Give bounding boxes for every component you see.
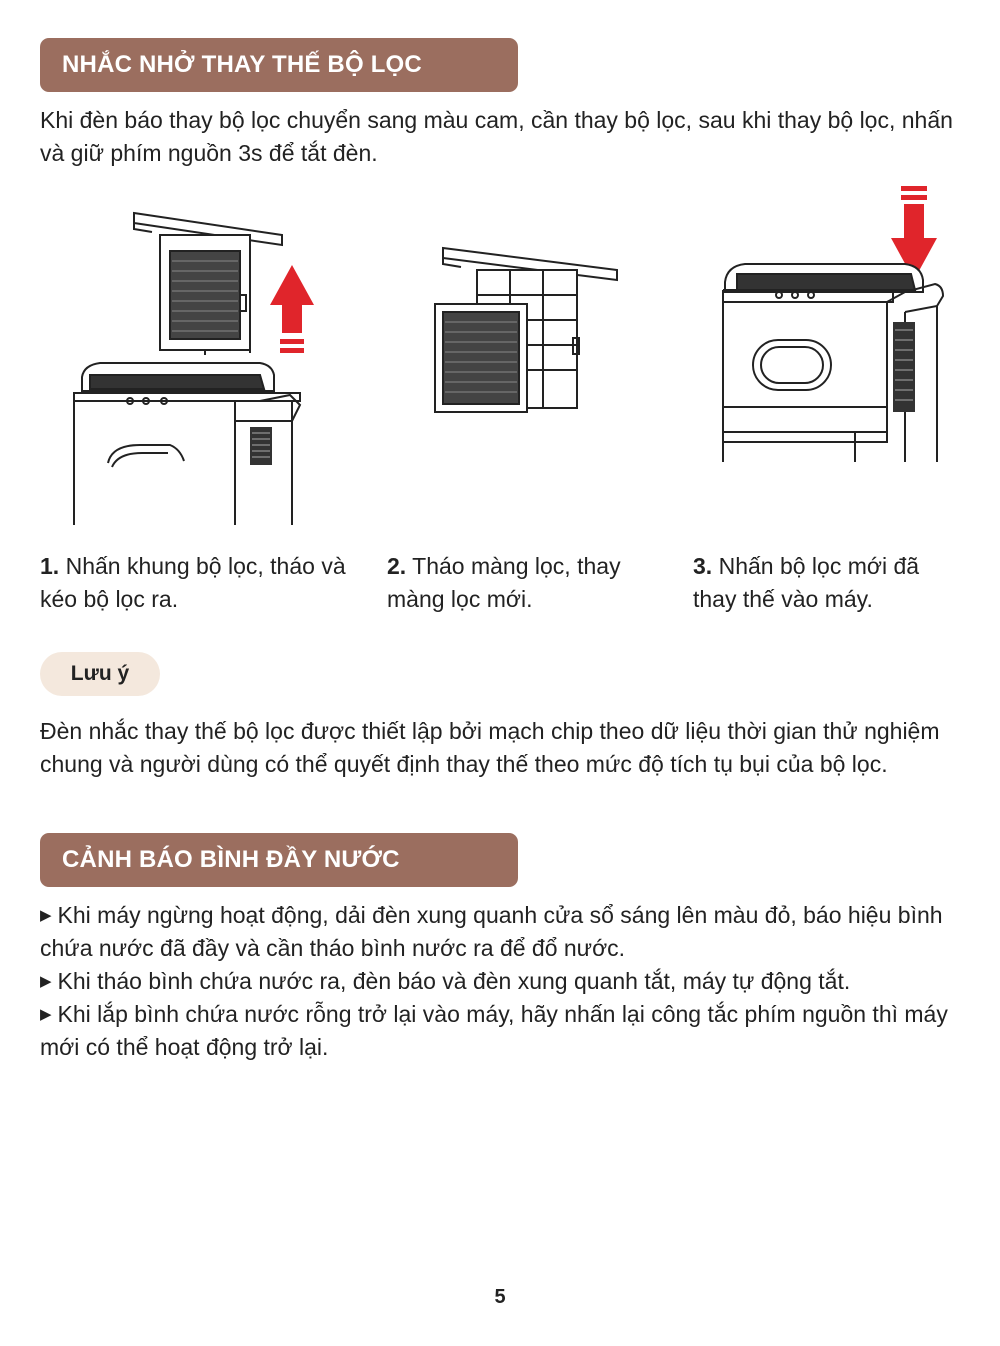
- step-number: 1.: [40, 553, 60, 579]
- page-number: 5: [494, 1286, 506, 1308]
- triangle-bullet-icon: ▶: [40, 1006, 52, 1023]
- filter-reminder-intro: Khi đèn báo thay bộ lọc chuyển sang màu …: [40, 107, 953, 166]
- list-item: ▶Khi máy ngừng hoạt động, dải đèn xung q…: [40, 902, 943, 961]
- step-caption-2: 2. Tháo màng lọc, thay màng lọc mới.: [387, 550, 657, 616]
- step-text: Nhấn bộ lọc mới đã thay thế vào máy.: [693, 553, 920, 612]
- list-item: ▶Khi tháo bình chứa nước ra, đèn báo và …: [40, 968, 851, 994]
- triangle-bullet-icon: ▶: [40, 907, 52, 924]
- arrow-down-icon: [891, 186, 937, 280]
- step-number: 2.: [387, 553, 407, 579]
- step-text: Tháo màng lọc, thay màng lọc mới.: [387, 553, 621, 612]
- section-title-filter-reminder: NHẮC NHỞ THAY THẾ BỘ LỌC: [40, 38, 518, 92]
- note-text: Đèn nhắc thay thế bộ lọc được thiết lập …: [40, 718, 940, 777]
- step-text: Nhấn khung bộ lọc, tháo và kéo bộ lọc ra…: [40, 553, 346, 612]
- figure-replace-membrane: [434, 246, 618, 413]
- figure-remove-filter: [73, 211, 314, 525]
- water-full-bullets: ▶Khi máy ngừng hoạt động, dải đèn xung q…: [40, 899, 960, 1064]
- step-caption-1: 1. Nhấn khung bộ lọc, tháo và kéo bộ lọc…: [40, 550, 350, 616]
- note-label: Lưu ý: [40, 652, 160, 696]
- arrow-up-icon: [270, 265, 314, 353]
- list-item: ▶Khi lắp bình chứa nước rỗng trở lại vào…: [40, 1001, 948, 1060]
- figure-insert-filter: [722, 186, 945, 462]
- step-caption-3: 3. Nhấn bộ lọc mới đã thay thế vào máy.: [693, 550, 953, 616]
- triangle-bullet-icon: ▶: [40, 973, 52, 990]
- step-number: 3.: [693, 553, 713, 579]
- section-title-water-full: CẢNH BÁO BÌNH ĐẦY NƯỚC: [40, 833, 518, 887]
